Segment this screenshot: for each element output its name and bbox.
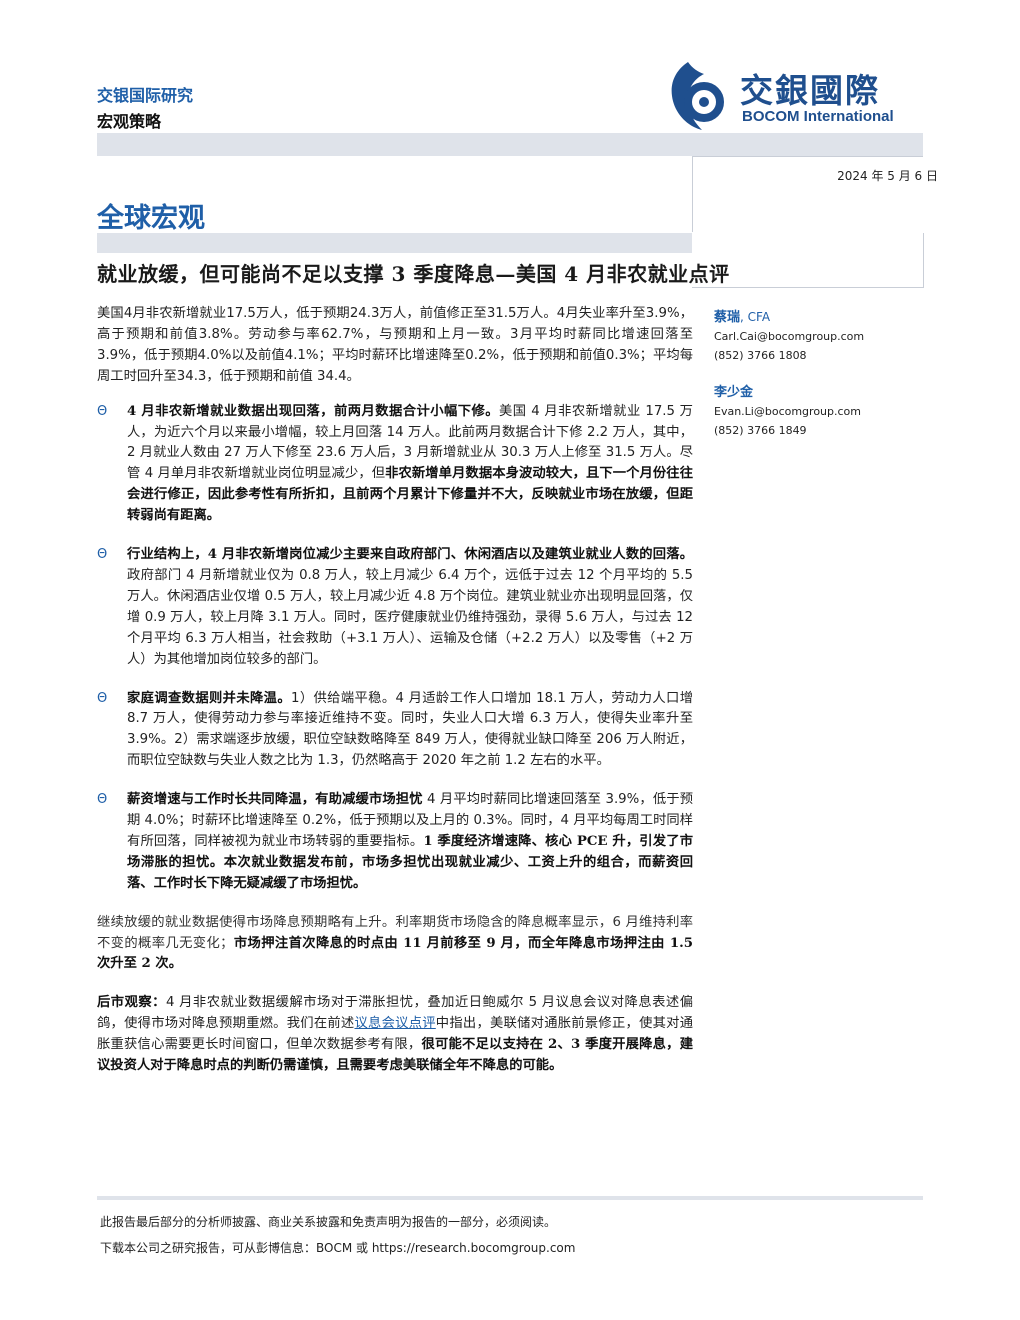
report-category: 全球宏观	[97, 203, 205, 234]
divider	[692, 156, 693, 232]
report-date: 2024 年 5 月 6 日	[837, 169, 938, 183]
bullet-bold: 4 月非农新增就业数据出现回落，前两月数据合计小幅下修。	[127, 403, 500, 419]
bullet-item: Θ 家庭调查数据则并未降温。1）供给端平稳。4 月适龄工作人口增加 18.1 万…	[97, 689, 693, 773]
bullet-bold: 1 季度经济增速降、核心 PCE 升，引发了市场滞胀的担忧。本次就业数据发布前，…	[127, 833, 694, 891]
outlook-label: 后市观察：	[97, 995, 166, 1011]
bullet-icon: Θ	[97, 690, 108, 706]
header-band	[97, 133, 923, 156]
outlook-bold: 很可能不足以支持在 2、3 季度开展降息，建议投资人对于降息时点的判断仍需谨慎，…	[97, 1037, 693, 1074]
bullet-text: 政府部门 4 月新增就业仅为 0.8 万人，较上月减少 6.4 万个，远低于过去…	[127, 567, 693, 667]
analyst-name: 蔡瑞	[714, 310, 741, 325]
divider	[923, 233, 924, 288]
analyst-panel: 蔡瑞, CFA Carl.Cai@bocomgroup.com (852) 37…	[714, 308, 914, 440]
bullet-icon: Θ	[97, 792, 108, 808]
footer-disclaimer: 此报告最后部分的分析师披露、商业关系披露和免责声明为报告的一部分，必须阅读。	[100, 1215, 557, 1229]
logo-chinese: 交銀國際	[740, 71, 880, 110]
footer-download: 下载本公司之研究报告，可从彭博信息：BOCM 或 https://researc…	[100, 1241, 576, 1255]
rates-text: 继续放缓的就业数据使得市场降息预期略有上升。利率期货市场隐含的降息概率显示，6 …	[97, 914, 693, 951]
logo-english: BOCOM International	[742, 108, 894, 125]
bullet-bold: 行业结构上，4 月非农新增岗位减少主要来自政府部门、休闲酒店以及建筑业就业人数的…	[127, 547, 693, 563]
section-name: 宏观策略	[97, 112, 162, 131]
rates-paragraph: 继续放缓的就业数据使得市场降息预期略有上升。利率期货市场隐含的降息概率显示，6 …	[97, 913, 693, 976]
analyst-phone: (852) 3766 1808	[714, 349, 807, 362]
bocom-logo: 交銀國際 BOCOM International	[668, 60, 928, 132]
bullet-icon: Θ	[97, 403, 108, 419]
bocom-logo-icon	[671, 62, 724, 130]
bullet-text: 1）供给端平稳。4 月适龄工作人口增加 18.1 万人，劳动力人口增 8.7 万…	[127, 690, 694, 769]
bullet-item: Θ 行业结构上，4 月非农新增岗位减少主要来自政府部门、休闲酒店以及建筑业就业人…	[97, 545, 693, 670]
divider	[692, 156, 923, 157]
analyst-phone: (852) 3766 1849	[714, 424, 807, 437]
bullet-text: 4 月平均时薪同比增速回落至 3.9%，低于预期 4.0%；时薪环比增速降至 0…	[127, 792, 694, 849]
report-headline: 就业放缓，但可能尚不足以支撑 3 季度降息—美国 4 月非农就业点评	[97, 262, 730, 286]
rates-bold: 市场押注首次降息的时点由 11 月前移至 9 月，而全年降息市场押注由 1.5 …	[97, 935, 693, 972]
bullet-text: 美国 4 月非农新增就业 17.5 万人，为近六个月以来最小增幅，较上月回落 1…	[127, 403, 693, 482]
analyst-title: , CFA	[740, 310, 771, 324]
org-name: 交银国际研究	[97, 86, 194, 105]
analyst-email[interactable]: Carl.Cai@bocomgroup.com	[714, 330, 865, 343]
title-band	[97, 233, 692, 253]
outlook-text: 中指出，美联储对通胀前景修正，使其对通胀重获信心需要更长时间窗口，但单次数据参考…	[97, 1016, 694, 1053]
analyst-entry: 蔡瑞, CFA	[714, 308, 914, 327]
bullet-bold: 家庭调查数据则并未降温。	[127, 690, 292, 706]
outlook-paragraph: 后市观察：4 月非农就业数据缓解市场对于滞胀担忧，叠加近日鲍威尔 5 月议息会议…	[97, 993, 693, 1077]
summary-paragraph: 美国4月非农新增就业17.5万人，低于预期24.3万人，前值修正至31.5万人。…	[97, 306, 693, 384]
outlook-text: 4 月非农就业数据缓解市场对于滞胀担忧，叠加近日鲍威尔 5 月议息会议对降息表述…	[97, 995, 693, 1032]
bullet-bold: 非农新增单月数据本身波动较大，且下一个月份往往会进行修正，因此参考性有所折扣，且…	[127, 466, 693, 524]
analyst-email[interactable]: Evan.Li@bocomgroup.com	[714, 405, 861, 418]
bullet-icon: Θ	[97, 547, 108, 563]
analyst-entry: 李少金	[714, 383, 914, 402]
report-body: 美国4月非农新增就业17.5万人，低于预期24.3万人，前值修正至31.5万人。…	[97, 304, 693, 1095]
footer-divider	[97, 1196, 923, 1200]
bullet-bold: 薪资增速与工作时长共同降温，有助减缓市场担忧	[127, 792, 423, 808]
bullet-item: Θ 4 月非农新增就业数据出现回落，前两月数据合计小幅下修。美国 4 月非农新增…	[97, 402, 693, 527]
analyst-name: 李少金	[714, 385, 754, 400]
bullet-item: Θ 薪资增速与工作时长共同降温，有助减缓市场担忧 4 月平均时薪同比增速回落至 …	[97, 790, 693, 895]
divider	[692, 287, 923, 288]
fomc-review-link[interactable]: 议息会议点评	[354, 1016, 436, 1032]
